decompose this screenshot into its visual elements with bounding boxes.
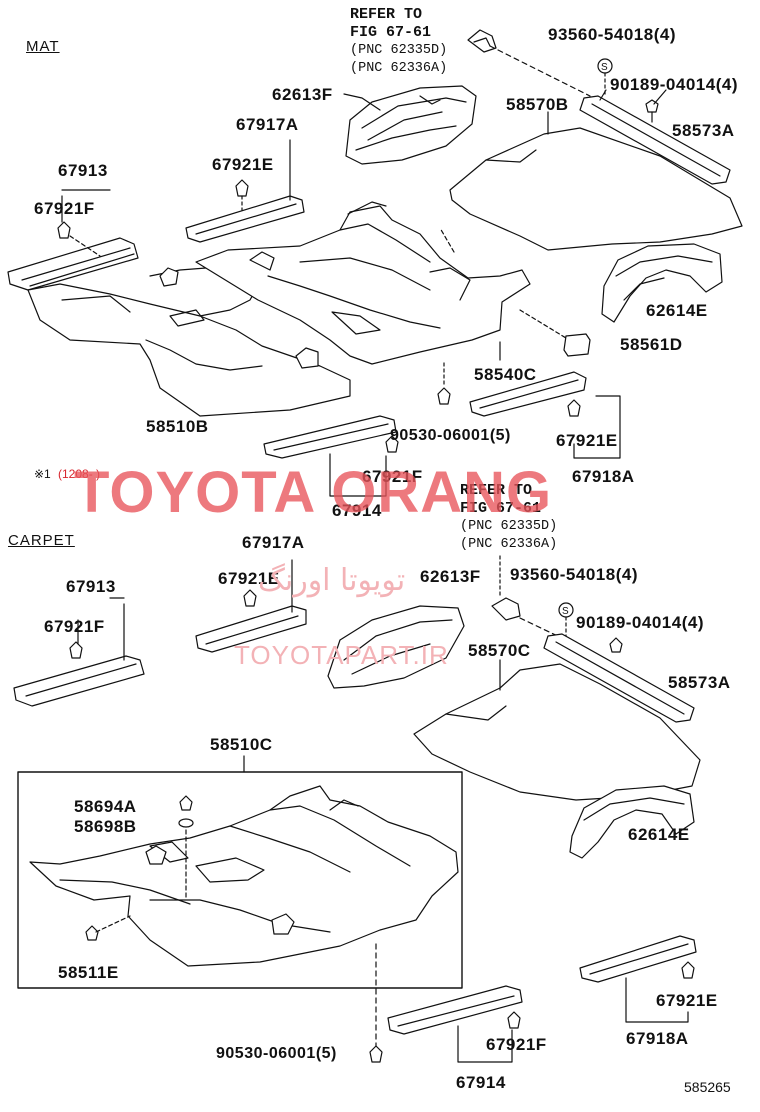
watermark-url: TOYOTAPART.IR <box>234 640 449 670</box>
part-label: 67914 <box>456 1073 506 1092</box>
part-label: 58540C <box>474 365 537 384</box>
carpet-rear-wheelhouse <box>569 785 695 859</box>
part-label: 58510C <box>210 735 273 754</box>
clip-icon <box>57 221 71 239</box>
leader-dash <box>489 45 591 97</box>
mat-strip-67917A <box>185 195 305 243</box>
part-label: 67913 <box>58 161 108 180</box>
part-label: 58573A <box>668 673 731 692</box>
part-label: 67921E <box>556 431 618 450</box>
mat-block-58561D <box>563 333 591 357</box>
clip-icon <box>609 637 623 653</box>
refer-mid-line1: REFER TO <box>460 482 533 499</box>
mat-rear-strip <box>579 95 731 185</box>
part-label: 67921E <box>218 569 280 588</box>
watermark-persian: تویوتا اورنگ <box>258 563 406 598</box>
refer-mid-line4: (PNC 62336A) <box>460 537 558 552</box>
section-title-carpet: CARPET <box>8 532 75 549</box>
part-label: 62614E <box>646 301 708 320</box>
note-mark: ※1 <box>34 467 51 481</box>
part-label: 67921F <box>362 467 423 486</box>
carpet-floor-assembly <box>29 785 459 967</box>
part-label: 67921F <box>34 199 95 218</box>
mat-front-strip-67913 <box>7 237 139 291</box>
refer-top-line3: (PNC 62335D) <box>350 43 448 58</box>
part-label: 67921E <box>656 991 718 1010</box>
refer-top-line2: FIG 67-61 <box>350 24 432 41</box>
section-title-mat: MAT <box>26 38 60 55</box>
clip-icon <box>369 1045 383 1063</box>
part-label: 90189-04014(4) <box>610 75 738 94</box>
part-label: 58573A <box>672 121 735 140</box>
refer-mid-line3: (PNC 62335D) <box>460 519 558 534</box>
clip-icon <box>243 589 257 607</box>
mat-strip-67914 <box>263 415 397 459</box>
part-label: 58570B <box>506 95 569 114</box>
clip-icon <box>85 925 99 941</box>
carpet-rear-strip <box>543 633 695 723</box>
part-label: 58570C <box>468 641 531 660</box>
figure-number: 585265 <box>684 1079 731 1095</box>
part-label: 93560-54018(4) <box>510 565 638 584</box>
part-label: 58694A <box>74 797 137 816</box>
part-label: 58511E <box>58 963 119 982</box>
part-label: 67918A <box>572 467 635 486</box>
part-label: 93560-54018(4) <box>548 25 676 44</box>
part-label: 90530-06001(5) <box>390 427 511 444</box>
part-label: 62613F <box>272 85 333 104</box>
mat-wheelhouse-cover <box>345 85 477 165</box>
carpet-luggage-mat <box>413 663 701 801</box>
clip-icon <box>69 641 83 659</box>
mat-front-floor-mat <box>27 265 351 417</box>
kit-box <box>17 771 463 989</box>
refer-top-line1: REFER TO <box>350 6 423 23</box>
mat-strip-67918A <box>469 371 587 417</box>
part-label: 90530-06001(5) <box>216 1045 337 1062</box>
watermark-brand: TOYOTA ORANG <box>74 460 553 525</box>
part-label: 67917A <box>242 533 305 552</box>
refer-top-line4: (PNC 62336A) <box>350 61 448 76</box>
carpet-hook-clip <box>491 597 521 621</box>
carpet-strip-67914 <box>387 985 523 1035</box>
mat-luggage-mat <box>449 127 743 251</box>
clip-icon <box>235 179 249 197</box>
carpet-strip-67913 <box>13 655 145 707</box>
part-label: 67913 <box>66 577 116 596</box>
part-label: 67918A <box>626 1029 689 1048</box>
svg-text:S: S <box>562 606 569 617</box>
note-text: (1208- ) <box>58 467 101 481</box>
part-label: 67921F <box>44 617 105 636</box>
mat-rear-wheelhouse <box>601 243 723 323</box>
clip-icon <box>507 1011 521 1029</box>
clip-icon <box>681 961 695 979</box>
part-label: 67917A <box>236 115 299 134</box>
mat-rear-floor-mat <box>195 201 531 365</box>
leader-62613F <box>343 93 381 111</box>
part-label: 62614E <box>628 825 690 844</box>
refer-mid-line2: FIG 67-61 <box>460 500 542 517</box>
part-label: 58510B <box>146 417 209 436</box>
svg-text:S: S <box>601 62 608 73</box>
mat-hook-clip <box>467 29 497 53</box>
clip-icon <box>567 399 581 417</box>
part-label: 62613F <box>420 567 481 586</box>
carpet-wheelhouse-cover <box>327 605 465 689</box>
part-label: 58561D <box>620 335 683 354</box>
part-label: 67921F <box>486 1035 547 1054</box>
clip-icon <box>385 435 399 453</box>
part-label: 67921E <box>212 155 274 174</box>
part-label: 67914 <box>332 501 382 520</box>
part-label: 90189-04014(4) <box>576 613 704 632</box>
clip-icon <box>437 387 451 405</box>
carpet-strip-67918A <box>579 935 697 983</box>
part-label: 58698B <box>74 817 137 836</box>
